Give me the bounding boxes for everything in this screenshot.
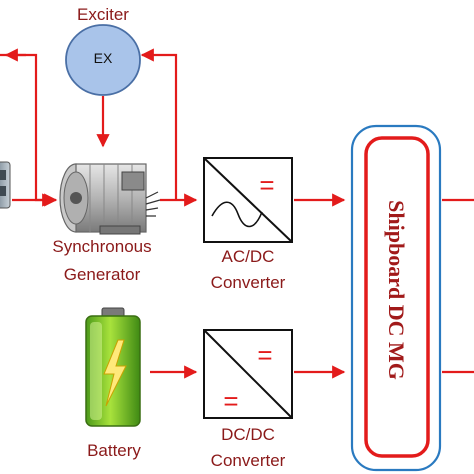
mg-inner-frame xyxy=(364,136,430,458)
acdc-equals-symbol: = xyxy=(259,170,275,200)
dcdc-equals-top: = xyxy=(257,340,273,370)
exciter-symbol: EX xyxy=(93,50,113,66)
synchronous-generator-icon xyxy=(59,163,161,235)
mg-label: Shipboard DC MG xyxy=(384,200,409,380)
dcdc-equals-bottom: = xyxy=(223,386,239,416)
acdc-label-line2: Converter xyxy=(210,273,286,292)
exciter-feedback-line xyxy=(140,48,178,200)
battery-label: Battery xyxy=(87,441,141,460)
dcdc-converter-box xyxy=(203,329,293,419)
dcdc-label-line2: Converter xyxy=(210,451,286,470)
acdc-converter-box xyxy=(203,157,293,243)
dcdc-label-line1: DC/DC xyxy=(221,425,275,444)
lightning-bolt-icon xyxy=(103,339,127,407)
battery-icon xyxy=(85,307,141,427)
exciter-title: Exciter xyxy=(77,5,129,24)
acdc-label-line1: AC/DC xyxy=(221,247,275,266)
exciter-circle xyxy=(65,24,141,96)
sine-wave-icon xyxy=(211,201,263,228)
prime-mover-icon xyxy=(0,161,11,209)
generator-label-line2: Generator xyxy=(63,265,141,284)
generator-label-line1: Synchronous xyxy=(52,237,152,256)
